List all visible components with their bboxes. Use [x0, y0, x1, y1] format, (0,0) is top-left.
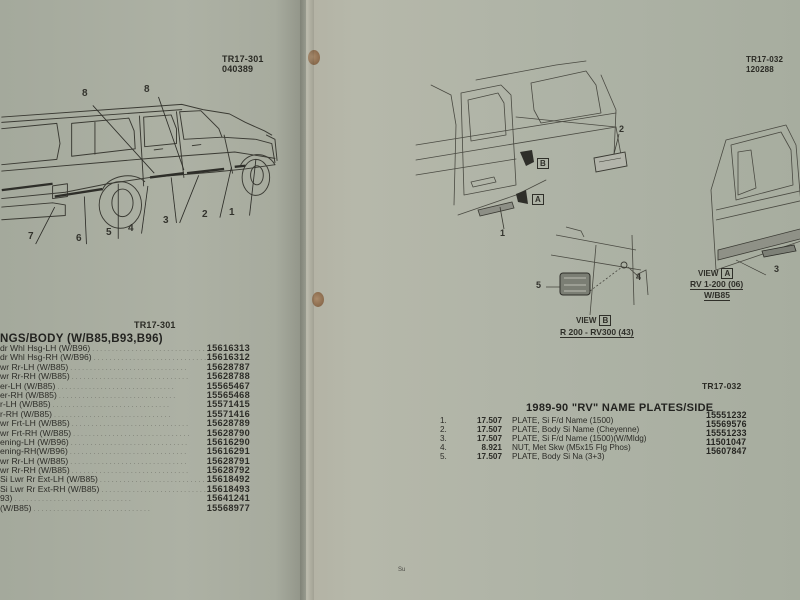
parts-list-left: dr Whl Hsg-LH (W/B96)...................… — [0, 343, 250, 513]
ref-code-section-left: TR17-301 — [134, 320, 176, 330]
punch-hole-bottom — [312, 292, 324, 307]
callout-1: 1 — [229, 207, 235, 218]
ref-code: TR17-032 — [746, 55, 784, 64]
part-row: wr Rr-RH (W/B85)........................… — [0, 371, 250, 382]
part-row: ening-LH (W/B96)........................… — [0, 436, 250, 447]
name-plate-view-a-icon — [761, 244, 797, 258]
part-row: er-RH (W/B85)...........................… — [0, 389, 250, 400]
callout-6: 6 — [76, 233, 82, 244]
callout-8a: 8 — [82, 88, 88, 99]
part-row: Si Lwr Rr Ext-LH (W/B85)................… — [0, 474, 250, 485]
part-row: wr Rr-LH (W/B85)........................… — [0, 361, 250, 372]
part-row: wr Frt-LH (W/B85).......................… — [0, 418, 250, 429]
part-row: r-LH (W/B85)............................… — [0, 399, 250, 410]
part-row: (W/B85)..............................155… — [0, 502, 250, 513]
view-b-marker: B — [534, 158, 549, 169]
name-plate-1500-icon — [477, 201, 515, 217]
callout-8b: 8 — [144, 84, 150, 95]
ref-code-top-right: TR17-032 120288 — [746, 55, 783, 75]
callout-2: 2 — [202, 209, 208, 220]
view-a-option: W/B85 — [704, 290, 730, 301]
ref-code-section-right: TR17-032 — [702, 381, 742, 391]
part-number: 15569576 — [706, 419, 747, 429]
view-a-marker: A — [529, 194, 544, 205]
ref-code-top-left: TR17-301 040389 — [222, 54, 264, 74]
section-title-right: 1989-90 "RV" NAME PLATES/SIDE — [526, 402, 714, 414]
part-number: 15551233 — [706, 428, 747, 438]
ref-date: 120288 — [746, 65, 774, 74]
rv-part-numbers: 15551232 15569576 15551233 11501047 1560… — [706, 410, 747, 456]
right-page: TR17-032 120288 1 2 — [306, 0, 800, 600]
view-b-arrow-icon — [520, 150, 534, 166]
view-a-letter: A — [532, 194, 544, 205]
suburban-side-illustration — [1, 96, 278, 245]
part-number: 15551232 — [706, 410, 747, 420]
part-row: dr Whl Hsg-RH (W/B96)...................… — [0, 352, 250, 363]
part-row: 93)..............................1564124… — [0, 493, 250, 504]
door-view-a-illustration — [710, 124, 800, 276]
part-row: dr Whl Hsg-LH (W/B96)...................… — [0, 343, 250, 353]
callout-2: 2 — [619, 124, 625, 134]
ref-date: 040389 — [222, 64, 254, 74]
part-row: r-RH (W/B85)............................… — [0, 408, 250, 419]
left-page: TR17-301 040389 — [0, 0, 306, 600]
callout-7: 7 — [28, 231, 34, 242]
blazer-body-illustration — [415, 60, 622, 216]
view-a-model-range: RV 1-200 (06) — [690, 279, 744, 290]
cheyenne-name-plate-icon — [593, 151, 628, 173]
punch-hole-top — [308, 50, 320, 65]
footer-mark: Su — [398, 567, 406, 573]
callout-5: 5 — [106, 227, 112, 238]
view-b-model-range: R 200 - RV300 (43) — [560, 327, 634, 338]
callout-5: 5 — [536, 280, 542, 290]
book-gutter — [300, 0, 314, 600]
part-row: wr Rr-RH (W/B85)........................… — [0, 465, 250, 476]
callout-4: 4 — [128, 223, 134, 234]
part-row: Si Lwr Rr Ext-RH (W/B85)................… — [0, 483, 250, 494]
section-title-left: NGS/BODY (W/B85,B93,B96) — [0, 333, 163, 345]
callout-1: 1 — [500, 228, 506, 238]
view-b-detail-illustration — [546, 226, 649, 316]
part-row: wr Frt-RH (W/B85).......................… — [0, 427, 250, 438]
ref-code: TR17-301 — [222, 54, 264, 64]
part-number: 11501047 — [706, 437, 747, 447]
leader-line-1 — [499, 206, 505, 230]
part-row: er-LH (W/B85)...........................… — [0, 380, 250, 391]
view-a-arrow-icon — [516, 190, 528, 204]
callout-4: 4 — [636, 272, 642, 282]
callout-3: 3 — [163, 215, 169, 226]
callout-3: 3 — [774, 264, 780, 274]
part-row: wr Rr-LH (W/B85)........................… — [0, 455, 250, 466]
part-row: ening-RH(W/B96).........................… — [0, 446, 250, 457]
view-b-letter: B — [537, 158, 549, 169]
leader-line-2 — [613, 133, 620, 155]
part-number: 15607847 — [706, 446, 747, 456]
